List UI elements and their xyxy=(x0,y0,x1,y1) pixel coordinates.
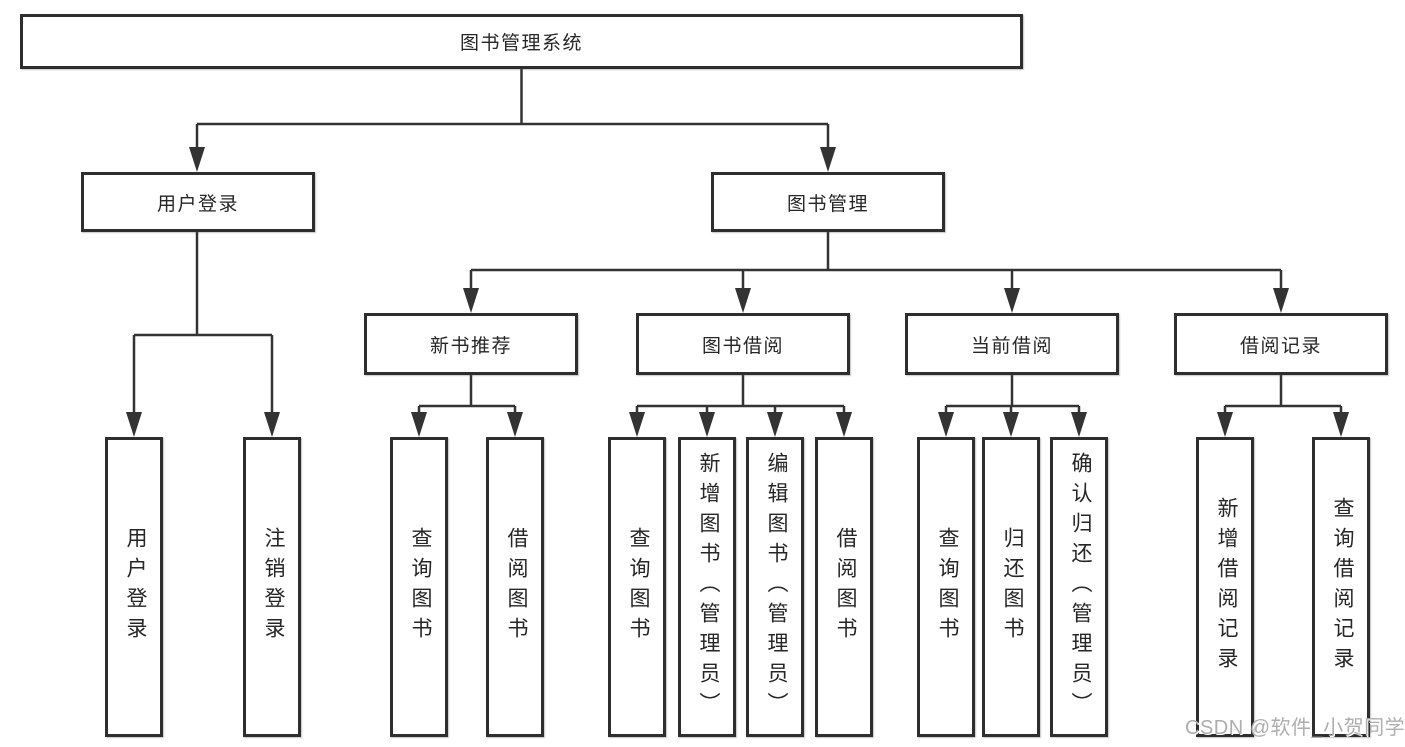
connector-records-to-leaves xyxy=(1223,375,1343,417)
csdn-watermark: CSDN @软件_小贺同学 xyxy=(1185,717,1405,739)
leaf-records-query-record: 查询借阅记录 xyxy=(1312,437,1370,737)
node-book-management: 图书管理 xyxy=(711,172,945,232)
leaf-borrow-add-books-admin: 新增图书（管理员） xyxy=(678,437,736,737)
arrowheads xyxy=(126,147,1349,437)
leaf-borrow-query-books: 查询图书 xyxy=(608,437,666,737)
leaf-borrow-edit-books-admin: 编辑图书（管理员） xyxy=(746,437,804,737)
leaf-recommend-borrow-books: 借阅图书 xyxy=(486,437,544,737)
node-user-login: 用户登录 xyxy=(81,172,315,232)
node-current-borrow: 当前借阅 xyxy=(905,313,1119,375)
leaf-records-add-record: 新增借阅记录 xyxy=(1196,437,1254,737)
node-new-book-recommend: 新书推荐 xyxy=(364,313,578,375)
connector-recommend-to-leaves xyxy=(417,375,517,417)
node-root-system: 图书管理系统 xyxy=(20,14,1023,69)
leaf-current-query-books: 查询图书 xyxy=(917,437,975,737)
connector-management-to-level3 xyxy=(469,232,1283,293)
leaf-logout: 注销登录 xyxy=(243,437,301,737)
leaf-borrow-borrow-books: 借阅图书 xyxy=(815,437,873,737)
node-book-borrow: 图书借阅 xyxy=(636,313,850,375)
leaf-current-confirm-return-admin: 确认归还（管理员） xyxy=(1050,437,1108,737)
leaf-user-login: 用户登录 xyxy=(105,437,163,737)
connector-login-to-leaves xyxy=(132,232,274,417)
leaf-current-return-books: 归还图书 xyxy=(982,437,1040,737)
connector-root-to-level2 xyxy=(195,69,830,152)
node-borrow-records: 借阅记录 xyxy=(1174,313,1388,375)
connector-current-to-leaves xyxy=(944,375,1081,417)
leaf-recommend-query-books: 查询图书 xyxy=(390,437,448,737)
connector-borrow-to-leaves xyxy=(635,375,846,417)
